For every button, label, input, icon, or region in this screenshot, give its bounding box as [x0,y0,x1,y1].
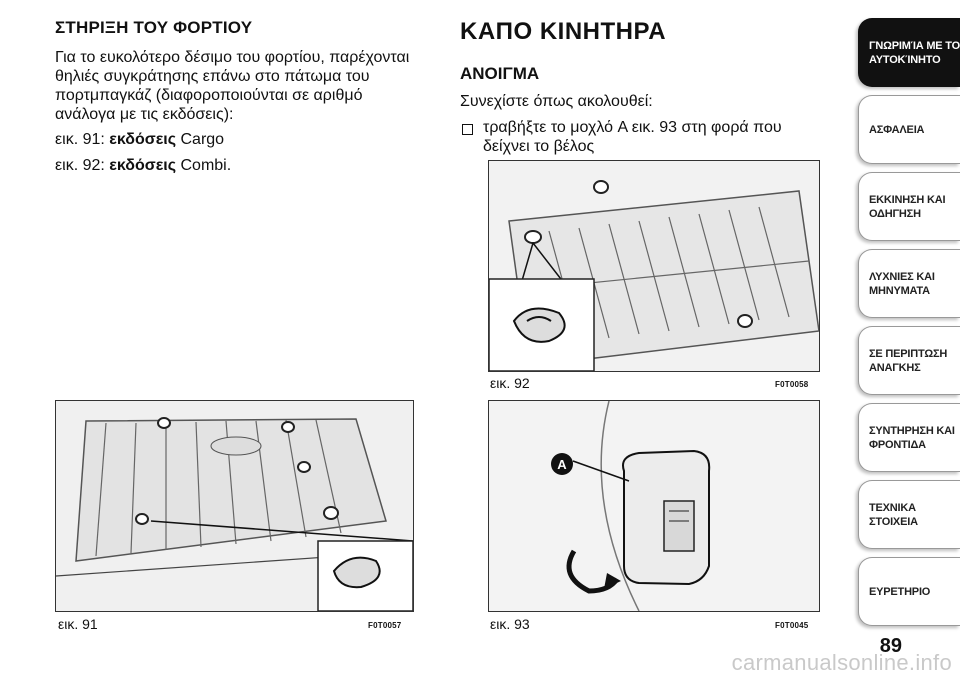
figure-92-image [488,160,820,372]
cargo-floor-van-illustration [56,401,413,611]
lever-marker-label: A [557,456,567,472]
hood-title: ΚΑΠΟ ΚΙΝΗΤΗΡΑ [460,18,667,45]
figure-93-code: F0T0045 [775,621,809,630]
tab-starting-driving[interactable]: ΕΚΚΙΝΗΣΗ ΚΑΙ ΟΔΗΓΗΣΗ [858,172,960,241]
ref-label: εκδόσεις [109,131,177,148]
ref-value: Combi. [180,157,232,174]
tab-label: ΣΕ ΠΕΡΙΠΤΩΣΗ ΑΝΑΓΚΗΣ [869,347,948,374]
tab-label: ΓΝΩΡΙΜΊΑ ΜΕ ΤΟ ΑΥΤΟΚΊΝΗΤΟ [869,39,960,66]
cargo-paragraph: Για το ευκολότερο δέσιμο του φορτίου, πα… [55,49,410,123]
tab-emergency[interactable]: ΣΕ ΠΕΡΙΠΤΩΣΗ ΑΝΑΓΚΗΣ [858,326,960,395]
figure-91-caption: εικ. 91 [58,616,98,632]
tab-getting-to-know[interactable]: ΓΝΩΡΙΜΊΑ ΜΕ ΤΟ ΑΥΤΟΚΊΝΗΤΟ [858,18,960,87]
ref-label: εκδόσεις [109,157,177,174]
figure-92-caption: εικ. 92 [490,375,530,391]
tab-index[interactable]: ΕΥΡΕΤΗΡΙΟ [858,557,960,626]
watermark: carmanualsonline.info [731,650,952,675]
figure-ref-92: εικ. 92: εκδόσεις Combi. [55,157,415,175]
instruction-bullet: τραβήξτε το μοχλό A εικ. 93 στη φορά που… [460,118,820,156]
checkbox-bullet-icon [462,124,473,135]
figure-92-code: F0T0058 [775,380,809,389]
ref-fig: εικ. 92: [55,157,105,174]
middle-column: ΚΑΠΟ ΚΙΝΗΤΗΡΑ ΑΝΟΙΓΜΑ Συνεχίστε όπως ακο… [460,18,820,156]
figure-ref-91: εικ. 91: εκδόσεις Cargo [55,131,415,149]
tab-maintenance[interactable]: ΣΥΝΤΗΡΗΣΗ ΚΑΙ ΦΡΟΝΤΙΔΑ [858,403,960,472]
intro-text: Συνεχίστε όπως ακολουθεί: [460,93,653,110]
tab-label: ΤΕΧΝΙΚΑ ΣΤΟΙΧΕΙΑ [869,501,918,528]
tab-safety[interactable]: ΑΣΦΑΛΕΙΑ [858,95,960,164]
figure-91-image [55,400,414,612]
section-heading-cargo: ΣΤΗΡΙΞΗ ΤΟΥ ΦΟΡΤΙΟΥ [55,18,253,37]
hood-release-lever-illustration [489,401,819,611]
tab-label: ΕΚΚΙΝΗΣΗ ΚΑΙ ΟΔΗΓΗΣΗ [869,193,946,220]
left-column: ΣΤΗΡΙΞΗ ΤΟΥ ΦΟΡΤΙΟΥ Για το ευκολότερο δέ… [55,18,415,183]
instruction-text: τραβήξτε το μοχλό A εικ. 93 στη φορά που… [483,119,782,155]
chapter-tabs: ΓΝΩΡΙΜΊΑ ΜΕ ΤΟ ΑΥΤΟΚΊΝΗΤΟ ΑΣΦΑΛΕΙΑ ΕΚΚΙΝ… [858,18,960,634]
page-number: 89 [879,635,902,657]
tab-label: ΑΣΦΑΛΕΙΑ [869,123,925,136]
tab-warnings[interactable]: ΛΥΧΝΙΕΣ ΚΑΙ ΜΗΝΥΜΑΤΑ [858,249,960,318]
figure-91-code: F0T0057 [368,621,402,630]
ref-value: Cargo [180,131,225,148]
cargo-floor-combi-illustration [489,161,819,371]
tab-label: ΕΥΡΕΤΗΡΙΟ [869,585,931,598]
ref-fig: εικ. 91: [55,131,105,148]
opening-subtitle: ΑΝΟΙΓΜΑ [460,64,540,83]
figure-93-image: A [488,400,820,612]
figure-93-caption: εικ. 93 [490,616,530,632]
lever-marker-a: A [551,453,573,475]
tab-label: ΛΥΧΝΙΕΣ ΚΑΙ ΜΗΝΥΜΑΤΑ [869,270,935,297]
tab-label: ΣΥΝΤΗΡΗΣΗ ΚΑΙ ΦΡΟΝΤΙΔΑ [869,424,955,451]
tab-technical-data[interactable]: ΤΕΧΝΙΚΑ ΣΤΟΙΧΕΙΑ [858,480,960,549]
